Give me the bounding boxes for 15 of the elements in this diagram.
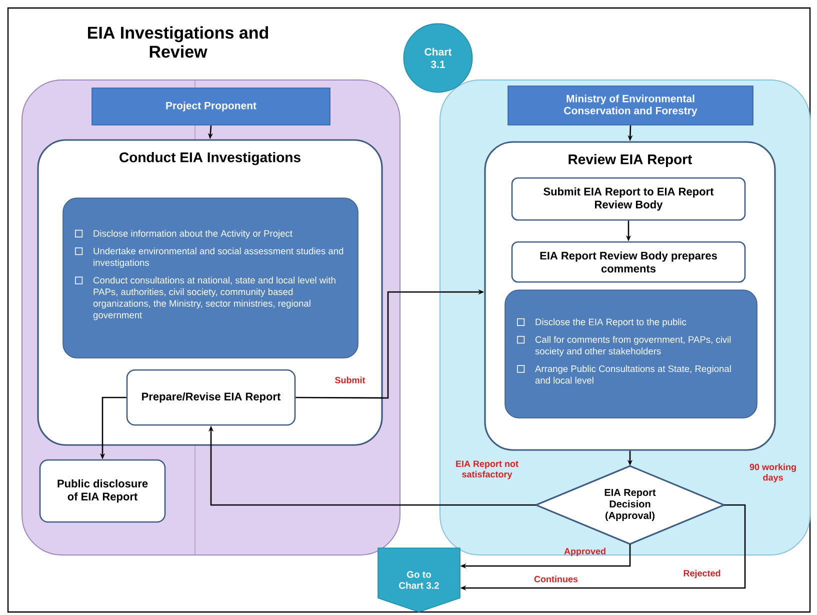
- process-box: EIA Report Review Body prepares comments: [511, 241, 746, 283]
- bullet-list-box: Disclose the EIA Report to the public Call for comments from government, PAPs, civil society and other stakeholders Arrange Public Consultations at State, Regional and local level: [504, 290, 758, 418]
- header-bar: Project Proponent: [92, 88, 330, 126]
- process-box: Prepare/Revise EIA Report: [126, 369, 296, 426]
- edge-label: Approved: [564, 548, 606, 556]
- edge-label: EIA Report not satisfactory: [456, 460, 518, 480]
- process-box: Public disclosure of EIA Report: [39, 459, 166, 523]
- title: EIA Investigations and Review: [88, 26, 268, 58]
- bullet-list-box: Disclose information about the Activity or Project Undertake environmental and social assessment studies and investigations Conduct consultations at national, state and local level with PAPs, authorities, civil society, community based organizations, the Ministry, sector ministries, regional government: [62, 198, 358, 358]
- header-bar: Ministry of Environmental Conservation and Forestry: [508, 86, 754, 126]
- note-label: 90 working days: [750, 464, 796, 482]
- process-box: Submit EIA Report to EIA Report Review Body: [511, 177, 746, 221]
- edge-label: Rejected: [684, 570, 720, 578]
- edge-label: Submit: [335, 376, 366, 384]
- note-label: Continues: [534, 576, 578, 582]
